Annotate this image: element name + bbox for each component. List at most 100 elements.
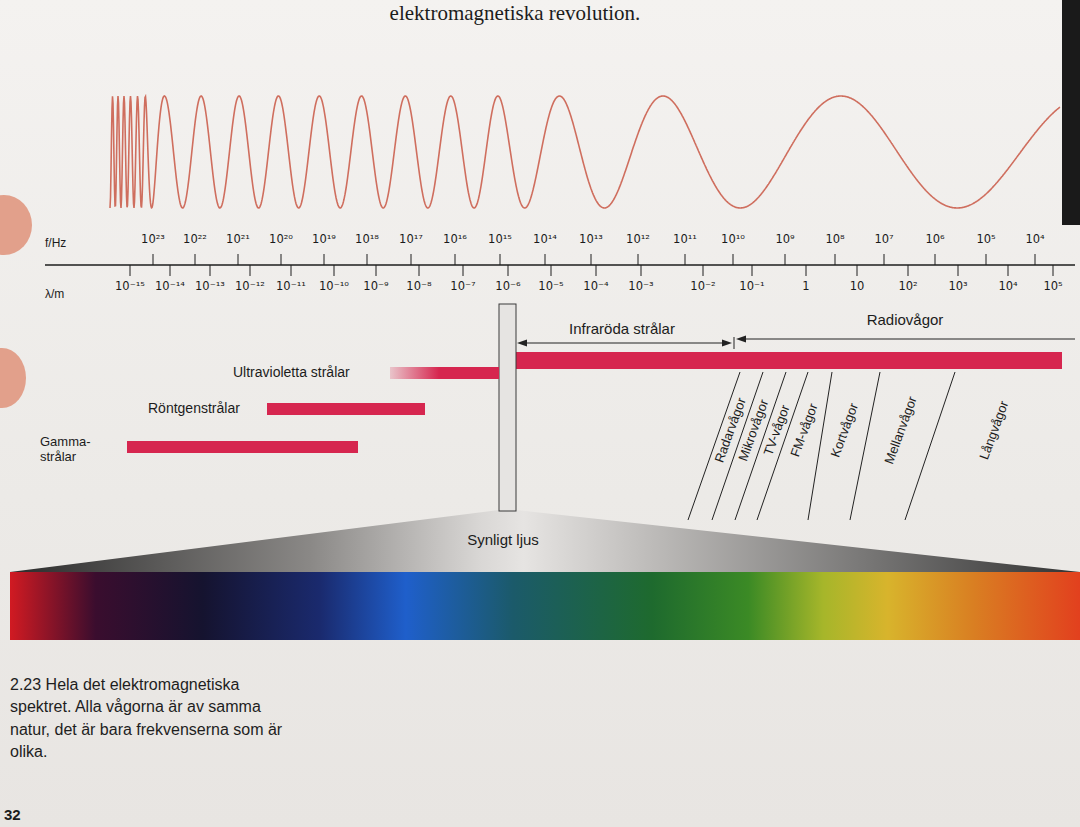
frequency-value: 10¹⁴ — [533, 233, 557, 246]
tick-mark — [324, 254, 325, 265]
range-arrow — [521, 343, 729, 344]
visible-spike — [499, 304, 516, 511]
axis-line — [45, 264, 1075, 265]
tick-mark — [908, 265, 909, 276]
frequency-value: 10⁷ — [874, 233, 893, 246]
wavelength-value: 1 — [802, 280, 809, 293]
frequency-value: 10²¹ — [226, 233, 250, 246]
arrow-head — [517, 340, 527, 347]
wavelength-value: 10⁻¹ — [739, 280, 764, 293]
tick-mark — [641, 265, 642, 276]
wavelength-value: 10 — [850, 280, 865, 293]
axis-unit: f/Hz — [45, 237, 66, 251]
frequency-value: 10¹⁰ — [721, 233, 745, 246]
tick-mark — [238, 254, 239, 265]
radio-band-label: Långvågor — [977, 399, 1012, 462]
visible-funnel — [10, 510, 1080, 572]
frequency-value: 10¹³ — [579, 233, 603, 246]
spectrum-bar — [516, 352, 1062, 369]
radio-band-label: FM-vågor — [789, 401, 822, 458]
wavelength-value: 10² — [898, 280, 917, 293]
spectrum-bar — [390, 367, 499, 379]
tick-mark — [806, 265, 807, 276]
band-divider — [850, 372, 880, 520]
wavelength-value: 10⁻¹¹ — [276, 280, 306, 293]
tick-mark — [367, 254, 368, 265]
wavelength-value: 10⁻⁹ — [363, 280, 388, 293]
tick-mark — [463, 265, 464, 276]
wave-group — [110, 96, 1060, 208]
wave — [110, 96, 1060, 208]
running-text: elektromagnetiska revolution. — [390, 1, 641, 25]
axis-unit: λ/m — [45, 288, 64, 302]
figure-caption: 2.23 Hela det elektromagnetiska spektret… — [10, 674, 295, 764]
finger — [0, 348, 26, 408]
band-divider — [905, 372, 955, 520]
wavelength-value: 10⁻⁴ — [583, 280, 608, 293]
tick-mark — [281, 254, 282, 265]
spectrum-bar — [127, 441, 358, 453]
wavelength-value: 10⁻¹⁴ — [155, 280, 185, 293]
frequency-value: 10⁸ — [825, 233, 844, 246]
tick-mark — [685, 254, 686, 265]
wavelength-value: 10⁻² — [690, 280, 715, 293]
wavelength-value: 10⁵ — [1043, 280, 1062, 293]
tick-mark — [596, 265, 597, 276]
band-divider-group — [688, 372, 955, 520]
frequency-value: 10¹⁶ — [443, 233, 467, 246]
tick-mark — [419, 265, 420, 276]
frequency-value: 10²² — [183, 233, 207, 246]
tick-mark — [508, 265, 509, 276]
wavelength-value: 10⁻¹³ — [195, 280, 225, 293]
tick-mark — [1053, 265, 1054, 276]
tick-mark — [250, 265, 251, 276]
wavelength-value: 10⁻⁷ — [450, 280, 475, 293]
tick-mark — [1008, 265, 1009, 276]
visible-spectrum — [10, 572, 1080, 640]
tick-mark — [455, 254, 456, 265]
frequency-value: 10¹⁸ — [355, 233, 379, 246]
frequency-value: 10¹⁷ — [399, 233, 423, 246]
wavelength-value: 10⁻¹⁵ — [115, 280, 145, 293]
frequency-value: 10²³ — [141, 233, 165, 246]
visible-label: Synligt ljus — [467, 531, 539, 548]
frequency-value: 10⁵ — [976, 233, 995, 246]
tick-mark — [835, 254, 836, 265]
tick-mark — [591, 254, 592, 265]
tick-mark — [210, 265, 211, 276]
frequency-value: 10⁹ — [775, 233, 794, 246]
frequency-value: 10¹⁵ — [488, 233, 512, 246]
tick-mark — [170, 265, 171, 276]
tick-mark — [638, 254, 639, 265]
tick-mark — [857, 265, 858, 276]
band-label: Ultravioletta strålar — [233, 364, 350, 380]
tick-mark — [733, 254, 734, 265]
range-label: Infraröda strålar — [569, 320, 675, 337]
tick-mark — [958, 265, 959, 276]
tick-mark — [884, 254, 885, 265]
wavelength-value: 10⁻¹² — [235, 280, 265, 293]
page-number: 32 — [4, 806, 21, 823]
tick-mark — [195, 254, 196, 265]
tick-mark — [703, 265, 704, 276]
tick-mark — [500, 254, 501, 265]
range-label: Radiovågor — [867, 311, 944, 328]
page-edge — [1062, 0, 1080, 225]
frequency-value: 10¹² — [626, 233, 650, 246]
wavelength-value: 10³ — [948, 280, 967, 293]
band-divider — [808, 372, 832, 520]
frequency-value: 10⁴ — [1025, 233, 1044, 246]
tick-mark — [411, 254, 412, 265]
wavelength-value: 10⁻⁶ — [495, 280, 520, 293]
frequency-value: 10⁶ — [925, 233, 944, 246]
tick-mark — [986, 254, 987, 265]
arrow-head — [736, 336, 746, 343]
tick-mark — [130, 265, 131, 276]
wavelength-value: 10⁻⁸ — [406, 280, 431, 293]
tick-mark — [545, 254, 546, 265]
finger — [0, 195, 32, 255]
wavelength-value: 10⁻³ — [628, 280, 653, 293]
band-label: Gamma- strålar — [40, 435, 112, 465]
range-tick — [734, 337, 735, 349]
